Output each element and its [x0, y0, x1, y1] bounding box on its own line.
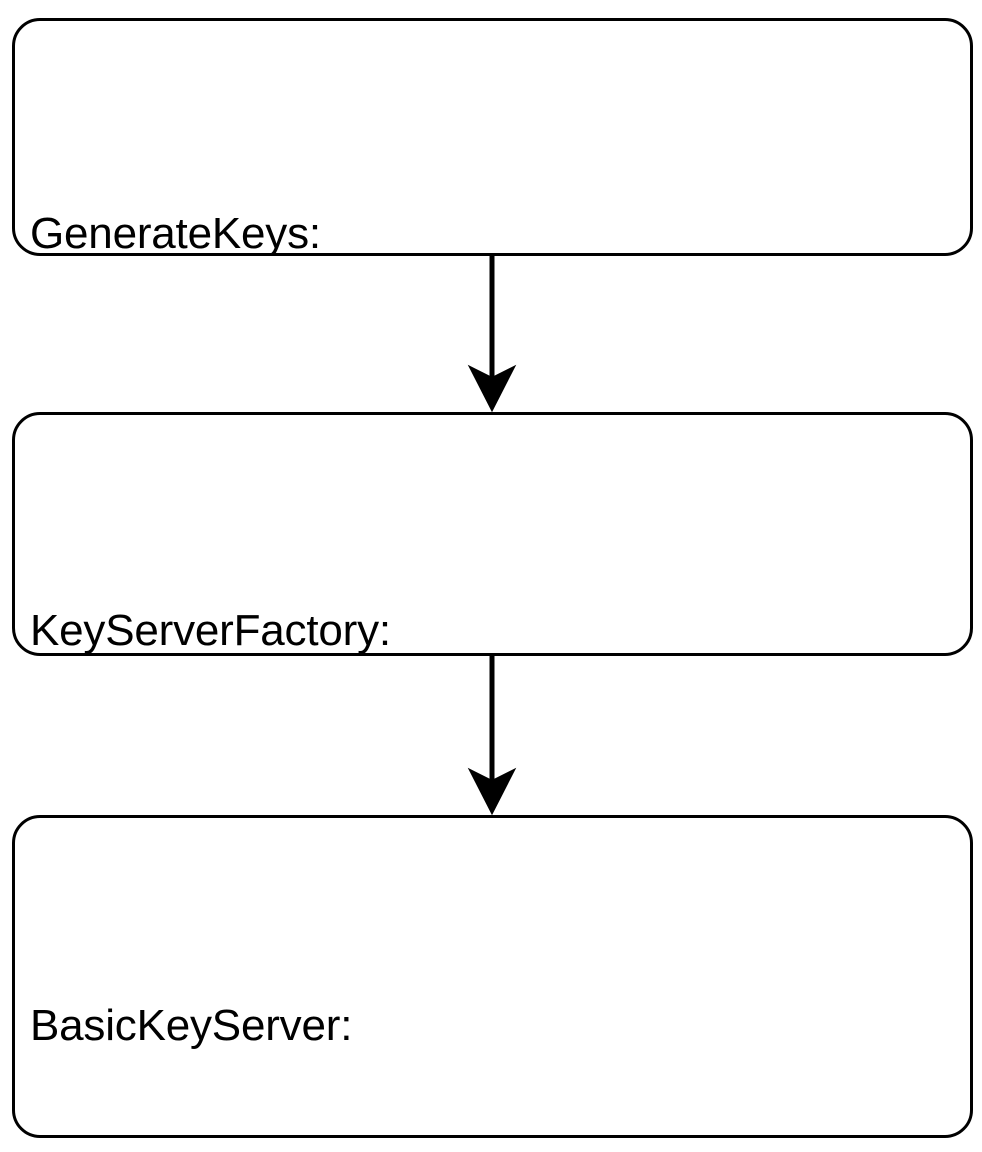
- node-keyserverfactory[interactable]: KeyServerFactory: -> create(static) -> K…: [12, 412, 973, 656]
- node-keyserverfactory-header: KeyServerFactory:: [30, 606, 391, 655]
- node-basickeyserver[interactable]: BasicKeyServer: -> get_lookup -> generat…: [12, 815, 973, 1138]
- edge-keyserverfactory-to-basickeyserver: [467, 656, 517, 816]
- node-generatekeys[interactable]: GenerateKeys: -> run: [12, 18, 973, 256]
- edge-generatekeys-to-keyserverfactory: [467, 256, 517, 413]
- node-basickeyserver-text: BasicKeyServer: -> get_lookup -> generat…: [30, 876, 960, 1135]
- node-keyserverfactory-text: KeyServerFactory: -> create(static) -> K…: [30, 481, 960, 655]
- node-generatekeys-text: GenerateKeys: -> run: [30, 84, 960, 256]
- arrowhead-icon: [467, 767, 517, 816]
- node-basickeyserver-header: BasicKeyServer:: [30, 1001, 353, 1050]
- node-generatekeys-header: GenerateKeys:: [30, 209, 321, 256]
- arrowhead-icon: [467, 364, 517, 413]
